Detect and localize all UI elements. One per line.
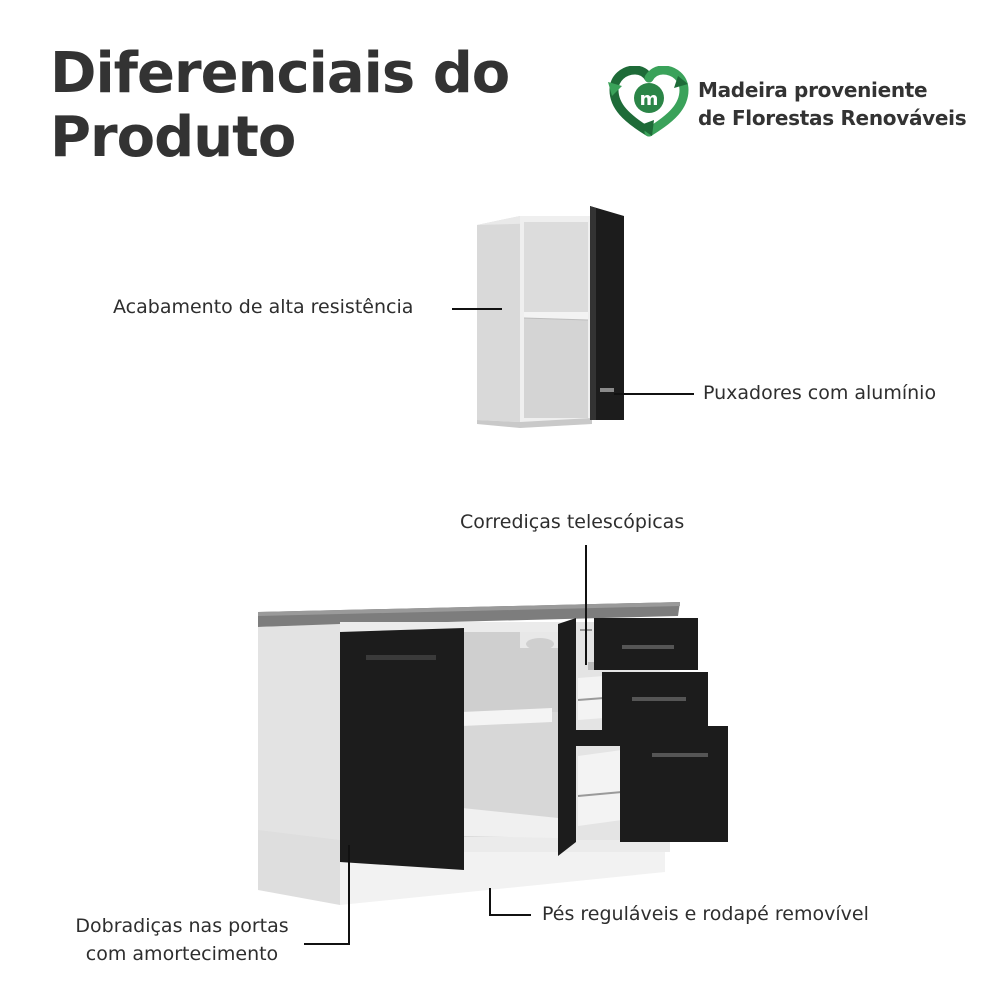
plinth [258,830,340,905]
drawer-bottom [620,726,728,842]
feature-handles-label: Puxadores com alumínio [703,382,937,404]
feature-slides-label: Corrediças telescópicas [460,511,685,533]
feature-finish-label: Acabamento de alta resistência [113,296,414,318]
eco-badge: m Madeira proveniente de Florestas Renov… [608,66,988,138]
recycle-leaf-icon: m [608,66,689,137]
drawer-bottom-handle [652,753,708,757]
leader-finish [452,308,502,310]
page-title-line-2: Produto [50,105,296,170]
wall-cabinet-door [590,206,624,420]
logo-letter: m [640,89,659,110]
leader-handles [614,393,694,395]
wall-cabinet [477,206,624,428]
left-door [340,628,464,870]
drawer-middle-handle [632,697,686,701]
page-title-line-1: Diferenciais do [50,41,510,106]
leader-feet-vertical [489,888,491,916]
left-door-handle [366,655,436,660]
middle-door [558,618,576,856]
aluminum-handle [600,388,614,392]
feature-hinges-label: Dobradiças nas portas com amortecimento [60,912,304,968]
page-title: Diferenciais do Produto [50,42,510,170]
drawer-top [594,618,698,670]
eco-badge-text: Madeira proveniente de Florestas Renováv… [698,76,988,132]
eco-badge-line-2: de Florestas Renováveis [698,106,967,130]
leader-hinges-vertical [348,845,350,945]
feature-feet-label: Pés reguláveis e rodapé removível [542,903,869,925]
leader-feet-horizontal [489,914,531,916]
leader-hinges-horizontal [304,943,350,945]
leader-slides-vertical [585,545,587,665]
drawer-top-handle [622,645,674,649]
base-cabinet [258,602,728,905]
feature-hinges-line-1: Dobradiças nas portas [75,915,289,937]
feature-hinges-line-2: com amortecimento [85,943,279,965]
eco-badge-line-1: Madeira proveniente [698,78,928,102]
